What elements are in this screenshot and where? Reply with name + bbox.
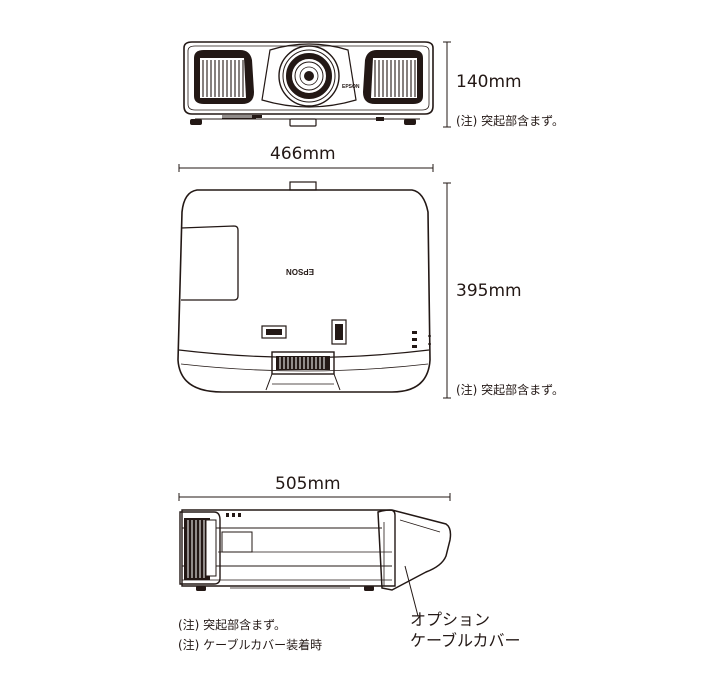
top-depth-label: 395mm — [456, 281, 522, 301]
front-foot-right — [404, 119, 416, 125]
side-lens-housing — [179, 511, 221, 585]
side-length-dimension — [178, 493, 451, 501]
side-note-2: (注) ケーブルカバー装着時 — [178, 638, 323, 652]
top-connector-1 — [261, 325, 287, 339]
front-right-vent — [363, 50, 423, 104]
top-depth-dimension — [443, 182, 451, 399]
front-view — [183, 41, 434, 127]
top-tab — [289, 181, 317, 191]
top-body — [177, 189, 431, 393]
front-body — [183, 41, 434, 115]
side-cable-cover — [377, 509, 452, 591]
top-width-dimension — [178, 164, 434, 172]
lens — [278, 45, 340, 107]
front-left-vent — [194, 50, 254, 104]
option-label-line2: ケーブルカバー — [410, 631, 521, 650]
top-side-panel — [180, 225, 239, 301]
option-leader-line — [404, 565, 419, 617]
front-note: (注) 突起部含まず。 — [456, 114, 564, 128]
front-height-dimension — [443, 41, 451, 128]
front-foot-center — [289, 118, 317, 127]
top-view — [177, 164, 434, 393]
front-lens-frame — [261, 43, 357, 108]
top-logo: EPSON — [286, 267, 314, 276]
side-view — [178, 493, 452, 617]
front-logo: EPSON — [342, 84, 360, 90]
top-lens-vent — [271, 351, 335, 375]
option-label-line1: オプション — [410, 610, 491, 629]
top-connector-2 — [331, 319, 347, 345]
top-width-label: 466mm — [270, 144, 336, 164]
front-foot-left — [190, 119, 202, 125]
front-height-label: 140mm — [456, 72, 522, 92]
side-note-1: (注) 突起部含まず。 — [178, 618, 286, 632]
top-note: (注) 突起部含まず。 — [456, 383, 564, 397]
side-length-label: 505mm — [275, 474, 341, 494]
